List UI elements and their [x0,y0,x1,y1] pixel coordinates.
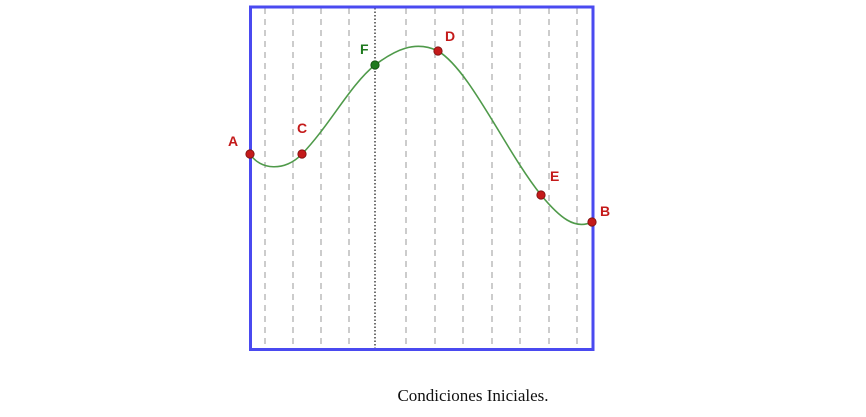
label-a: A [228,133,238,149]
point-c [297,149,307,159]
caption-text: Condiciones Iniciales. [397,386,549,405]
frame [249,5,595,351]
vertical-grid-lines [264,8,578,349]
point-b [587,217,597,227]
point-f [370,60,380,70]
point-d [433,46,443,56]
label-e: E [550,168,559,184]
label-b: B [600,203,610,219]
point-e [536,190,546,200]
point-a [245,149,255,159]
figure-caption: Condiciones Iniciales. [0,386,866,406]
label-f: F [360,41,369,57]
label-d: D [445,28,455,44]
label-c: C [297,120,307,136]
